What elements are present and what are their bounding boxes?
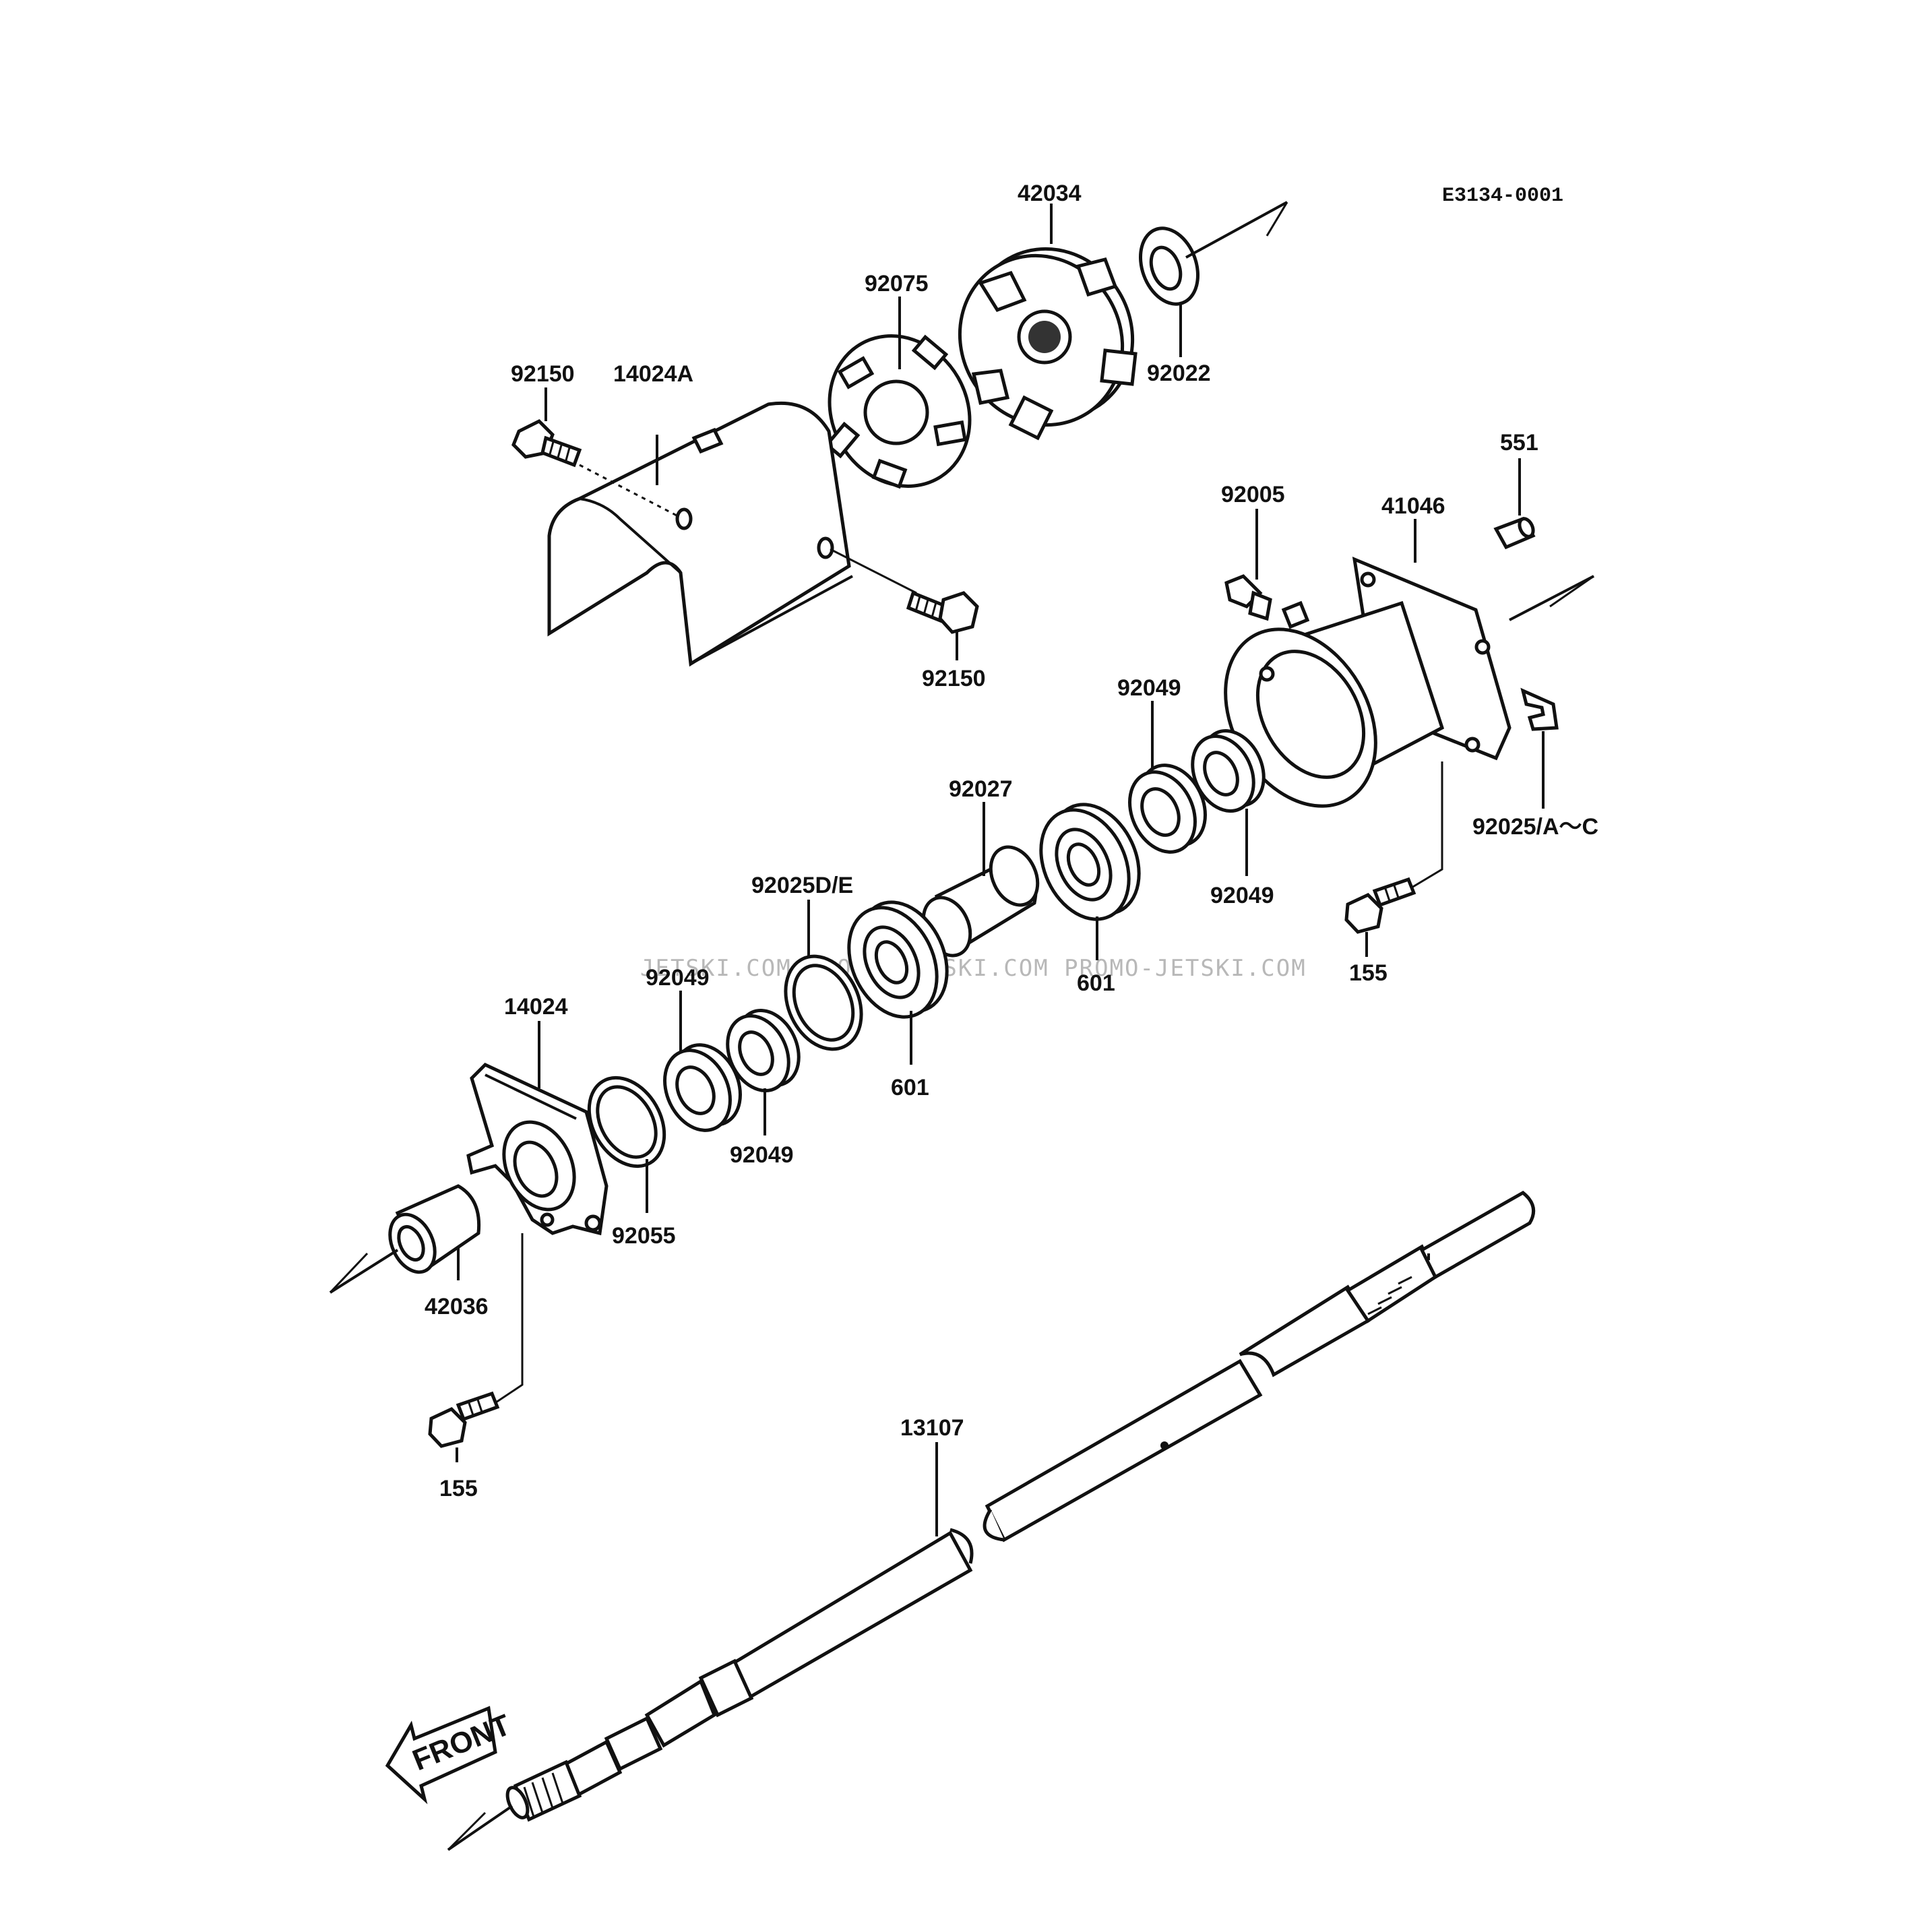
label-92025DE: 92025D/E bbox=[751, 873, 853, 898]
label-92150-mid: 92150 bbox=[922, 666, 986, 691]
label-92027: 92027 bbox=[949, 776, 1013, 802]
nipple-92005 bbox=[1224, 574, 1272, 621]
seal-92049-b bbox=[1191, 729, 1266, 813]
label-92049-d: 92049 bbox=[730, 1142, 794, 1168]
label-41046: 41046 bbox=[1381, 493, 1445, 519]
drawing-code: E3134-0001 bbox=[1442, 185, 1563, 208]
oring-92055 bbox=[587, 1076, 666, 1168]
front-direction-arrow: FRONT bbox=[385, 1706, 515, 1805]
seal-92049-c bbox=[663, 1043, 742, 1132]
label-14024A: 14024A bbox=[613, 361, 693, 387]
bolt-92150-top bbox=[511, 418, 582, 468]
bushing-42036 bbox=[388, 1184, 481, 1274]
label-14024: 14024 bbox=[504, 994, 568, 1020]
label-601-b: 601 bbox=[891, 1075, 929, 1100]
label-42034: 42034 bbox=[1018, 181, 1082, 206]
label-92025AC: 92025/A～C bbox=[1472, 814, 1598, 840]
bearing-601-a bbox=[1039, 803, 1141, 921]
seal-92049-a bbox=[1128, 764, 1207, 854]
bolt-92150-mid bbox=[906, 590, 979, 634]
coupling-42034 bbox=[958, 247, 1138, 441]
label-92049-b: 92049 bbox=[1210, 883, 1274, 908]
washer-92022 bbox=[1138, 226, 1200, 306]
housing-41046 bbox=[1224, 556, 1512, 808]
bolt-155-right bbox=[1344, 877, 1416, 934]
label-601-a: 601 bbox=[1077, 970, 1115, 996]
circlip-92025DE bbox=[784, 954, 863, 1051]
label-155-right: 155 bbox=[1349, 960, 1388, 986]
label-92055: 92055 bbox=[612, 1223, 676, 1249]
label-92022: 92022 bbox=[1147, 361, 1211, 386]
label-551: 551 bbox=[1500, 430, 1538, 456]
cover-14024A bbox=[547, 401, 853, 667]
label-92005: 92005 bbox=[1221, 482, 1285, 507]
label-92150-top: 92150 bbox=[511, 361, 575, 387]
bearing-601-b bbox=[847, 900, 949, 1019]
label-42036: 42036 bbox=[425, 1294, 489, 1319]
seal-92049-d bbox=[726, 1009, 801, 1092]
label-155-left: 155 bbox=[439, 1476, 478, 1501]
bolt-155-left bbox=[428, 1391, 500, 1448]
label-13107: 13107 bbox=[900, 1415, 964, 1441]
cap-14024 bbox=[466, 1062, 609, 1236]
shaft-13107 bbox=[505, 1190, 1536, 1822]
clip-92025AC bbox=[1520, 687, 1559, 731]
watermark-text: JETSKI.COM PROMO-JETSKI.COM PROMO-JETSKI… bbox=[640, 955, 1307, 982]
label-92049-a: 92049 bbox=[1117, 675, 1181, 701]
label-92049-c: 92049 bbox=[646, 965, 710, 991]
pin-551 bbox=[1493, 516, 1536, 550]
damper-92075 bbox=[824, 334, 972, 489]
label-92075: 92075 bbox=[865, 271, 929, 297]
